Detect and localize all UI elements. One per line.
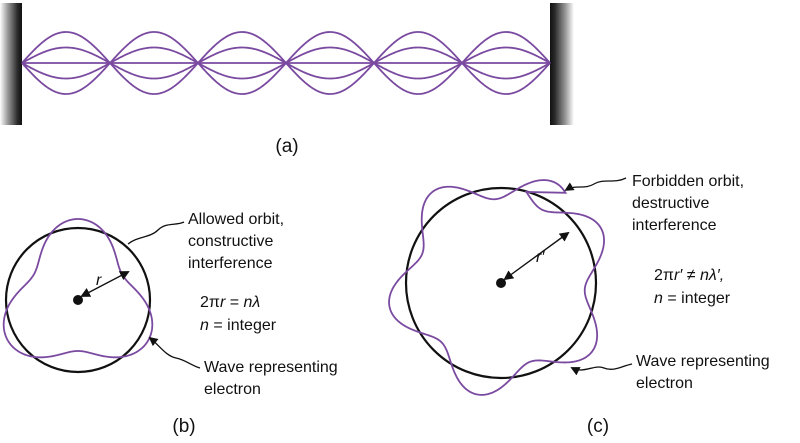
radius-label-b: r	[96, 272, 102, 289]
eq-c-n2: n	[654, 290, 663, 307]
eq-b-n: n	[244, 294, 253, 311]
eq-c-notequal: ≠	[682, 267, 700, 284]
electron-wave-c	[388, 179, 605, 396]
leader-wave-b	[148, 336, 201, 369]
eq-b-integer: = integer	[209, 317, 277, 334]
left-wall	[0, 3, 22, 125]
forbidden-orbit-label-line1: Forbidden orbit,	[632, 173, 744, 190]
eq-b-r: r	[220, 294, 226, 311]
standing-wave-envelope	[21, 31, 551, 95]
wave-label-b-line1: Wave representing	[204, 359, 338, 376]
electron-wave-b	[2, 218, 154, 359]
panel-c: r′ Forbidden orbit, destructive interfer…	[388, 173, 770, 437]
caption-c: (c)	[587, 416, 609, 437]
allowed-orbit-label-line3: interference	[188, 255, 273, 272]
equation-c-line2: n = integer	[654, 290, 731, 307]
allowed-orbit-label-line1: Allowed orbit,	[188, 211, 284, 228]
wave-label-c-line1: Wave representing	[636, 353, 770, 370]
leader-wave-c	[570, 363, 633, 376]
panel-a: (a)	[0, 3, 574, 157]
eq-b-2pi: 2π	[200, 294, 220, 311]
panel-b: r Allowed orbit, constructive interferen…	[2, 211, 338, 437]
caption-b: (b)	[172, 416, 195, 437]
allowed-orbit-label-line2: constructive	[188, 233, 273, 250]
equation-c-line1: 2πr′ ≠ nλ′,	[654, 267, 724, 284]
allowed-orbit-circle	[4, 226, 152, 374]
nucleus-c	[496, 278, 506, 288]
eq-b-equals: =	[225, 294, 243, 311]
eq-b-lambda: λ	[251, 294, 260, 311]
eq-c-n: n	[700, 267, 709, 284]
eq-c-r: r′	[674, 267, 683, 284]
leader-allowed-orbit	[127, 221, 185, 245]
radius-arrow-b	[80, 271, 130, 297]
forbidden-orbit-label-line2: destructive	[632, 195, 709, 212]
eq-c-2pi: 2π	[654, 267, 674, 284]
nucleus-b	[73, 295, 83, 305]
forbidden-orbit-label-line3: interference	[632, 217, 717, 234]
wave-label-b-line2: electron	[204, 381, 261, 398]
caption-a: (a)	[275, 136, 298, 157]
eq-c-integer: = integer	[663, 290, 731, 307]
right-wall	[550, 3, 574, 125]
equation-b-line1: 2πr = nλ	[200, 294, 260, 311]
eq-b-n2: n	[200, 317, 209, 334]
equation-b-line2: n = integer	[200, 317, 277, 334]
leader-forbidden-orbit	[564, 177, 627, 191]
forbidden-orbit-circle	[404, 186, 598, 380]
radius-label-c: r′	[536, 249, 545, 266]
wave-label-c-line2: electron	[636, 375, 693, 392]
standing-wave-curve	[21, 31, 551, 95]
eq-c-lambda: λ′,	[708, 267, 724, 284]
radius-arrow-c	[503, 231, 570, 281]
